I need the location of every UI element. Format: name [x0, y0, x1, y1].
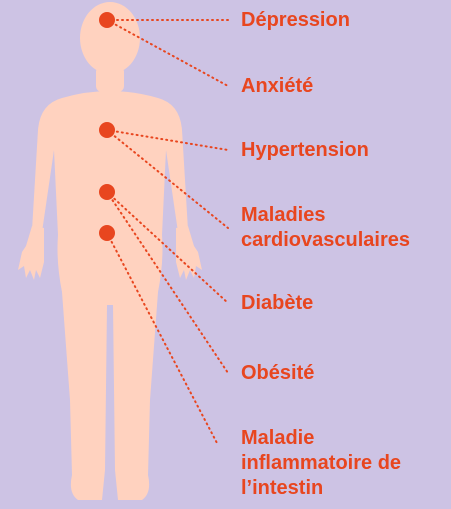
right-hand-shape — [176, 226, 202, 280]
left-hand-shape — [18, 226, 44, 280]
label-anxiete: Anxiété — [241, 74, 313, 99]
torso-legs-shape — [32, 91, 188, 500]
label-hypertension: Hypertension — [241, 138, 369, 163]
marker-upper-abdomen — [99, 184, 115, 200]
label-line: Maladies — [241, 203, 410, 228]
label-line: Dépression — [241, 8, 350, 33]
label-maladies-cardiovasculaires: Maladies cardiovasculaires — [241, 203, 410, 253]
label-line: cardiovasculaires — [241, 228, 410, 253]
label-obesite: Obésité — [241, 361, 314, 386]
label-line: inflammatoire de — [241, 451, 401, 476]
label-diabete: Diabète — [241, 291, 313, 316]
marker-lower-abdomen — [99, 225, 115, 241]
label-line: Maladie — [241, 426, 401, 451]
label-line: Anxiété — [241, 74, 313, 99]
neck-shape — [96, 66, 124, 92]
label-depression: Dépression — [241, 8, 350, 33]
label-maladie-inflammatoire-intestin: Maladie inflammatoire de l’intestin — [241, 426, 401, 501]
marker-head — [99, 12, 115, 28]
human-body-silhouette — [18, 2, 202, 500]
label-line: l’intestin — [241, 476, 401, 501]
label-line: Diabète — [241, 291, 313, 316]
marker-chest — [99, 122, 115, 138]
label-line: Obésité — [241, 361, 314, 386]
label-line: Hypertension — [241, 138, 369, 163]
